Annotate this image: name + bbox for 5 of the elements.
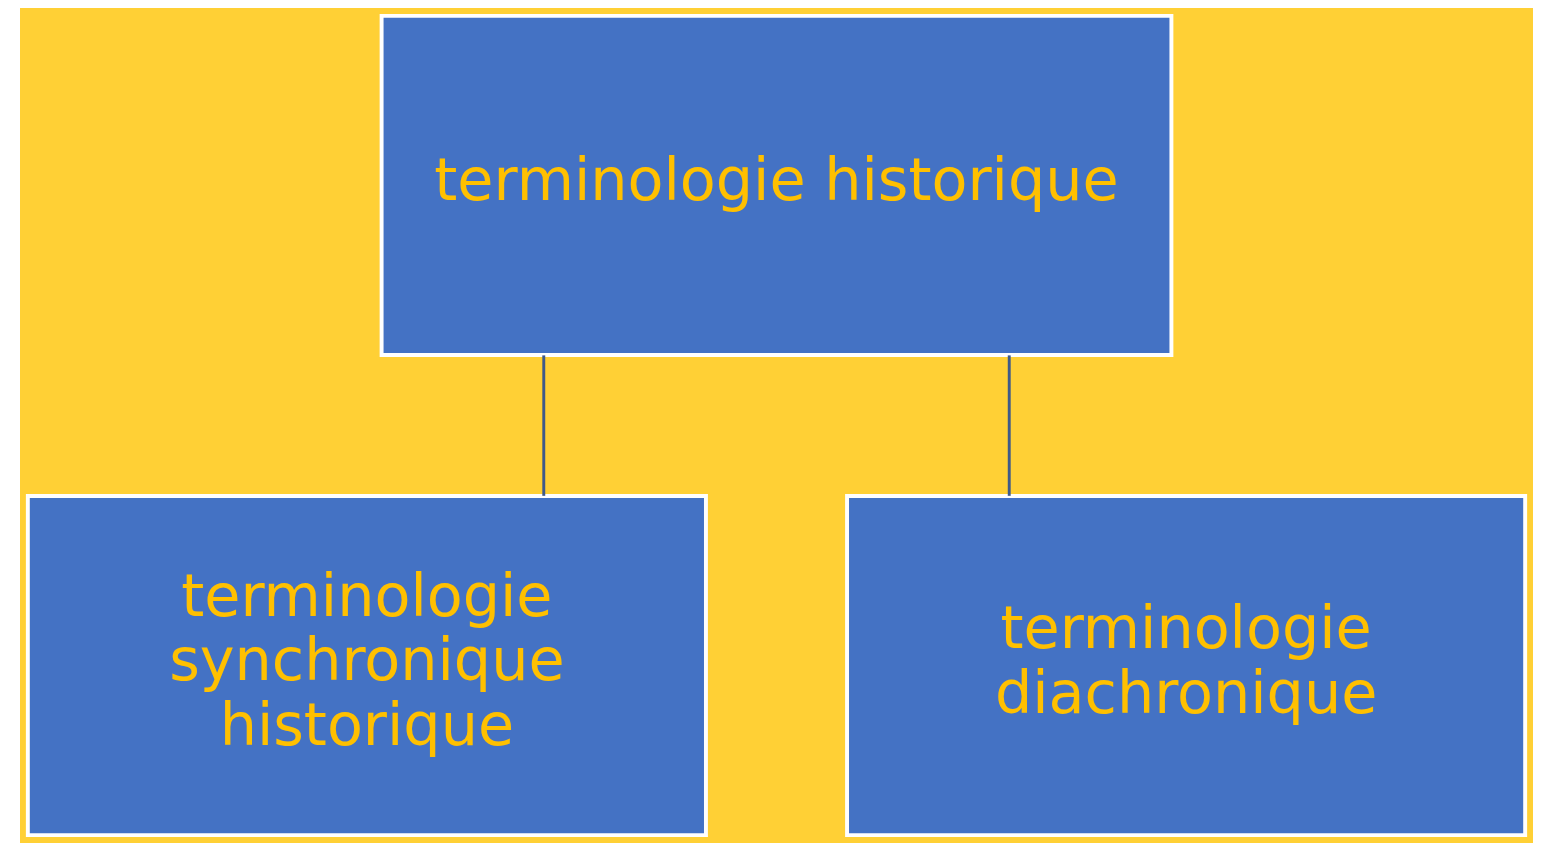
connector	[542, 355, 546, 496]
connector	[1007, 355, 1011, 496]
node-box: terminologie diachronique	[845, 494, 1528, 838]
node-box: terminologie synchronique historique	[25, 494, 708, 838]
node-box: terminologie historique	[379, 13, 1174, 357]
